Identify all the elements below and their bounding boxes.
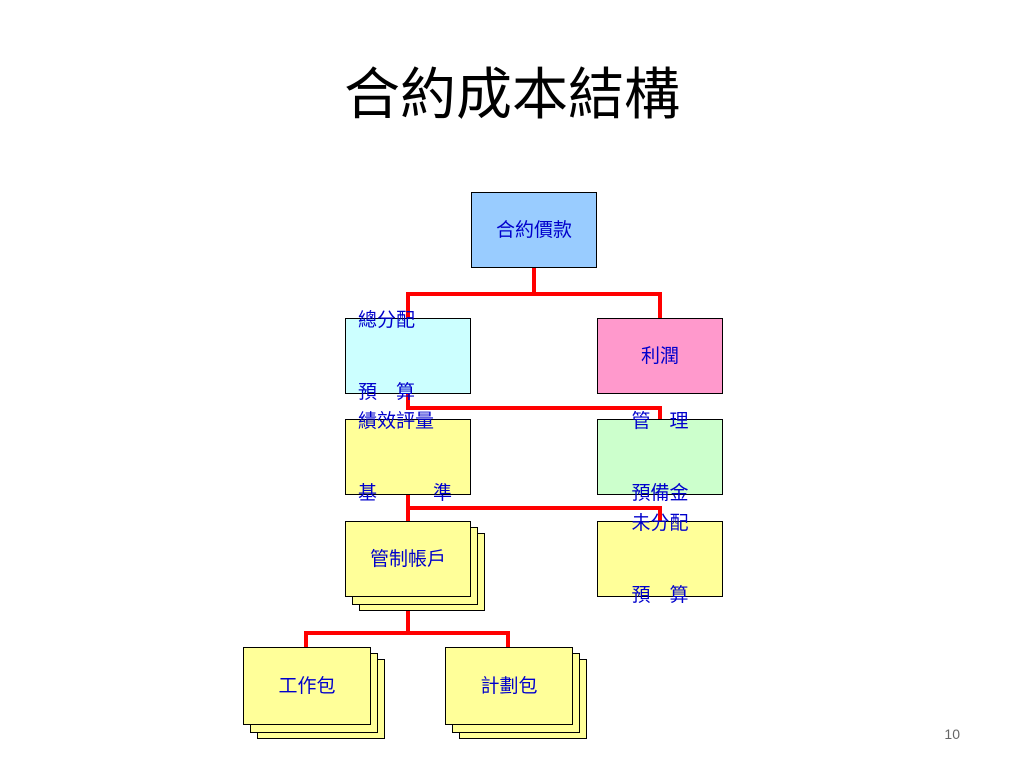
node-undistributed-budget: 未分配 預 算	[597, 512, 723, 606]
node-control-account-label: 管制帳戶	[369, 548, 446, 570]
conn-budget-to-level3	[406, 394, 662, 419]
baseline-line2: 基 準	[358, 481, 452, 505]
node-profit-label: 利潤	[640, 345, 679, 367]
total-budget-line1: 總分配	[358, 309, 416, 331]
node-control-account: 管制帳戶	[345, 521, 471, 597]
baseline-line2-b: 準	[432, 482, 452, 504]
baseline-line1: 績效評量	[358, 410, 435, 432]
node-profit: 利潤	[597, 318, 723, 394]
slide-title: 合約成本結構	[344, 63, 680, 128]
conn-price-to-level2	[406, 268, 662, 318]
node-management-reserve: 管 理 預備金	[597, 410, 723, 504]
page-number: 10	[944, 726, 960, 742]
node-work-package-label: 工作包	[278, 675, 336, 697]
node-contract-price: 合約價款	[471, 192, 597, 268]
node-contract-price-label: 合約價款	[495, 219, 572, 241]
conn-baseline-to-level4	[406, 495, 662, 521]
reserve-line2: 預備金	[631, 482, 689, 504]
undistributed-line1: 未分配	[631, 512, 689, 534]
node-total-allocated-budget: 總分配 預 算	[345, 309, 471, 403]
node-performance-baseline: 績效評量 基 準	[345, 410, 471, 504]
node-work-package: 工作包	[243, 647, 371, 725]
baseline-line2-a: 基	[358, 482, 378, 504]
node-planning-package-label: 計劃包	[480, 675, 538, 697]
total-budget-line2: 預 算	[358, 381, 416, 403]
node-planning-package: 計劃包	[445, 647, 573, 725]
undistributed-line2: 預 算	[631, 584, 689, 606]
reserve-line1: 管 理	[631, 410, 689, 432]
